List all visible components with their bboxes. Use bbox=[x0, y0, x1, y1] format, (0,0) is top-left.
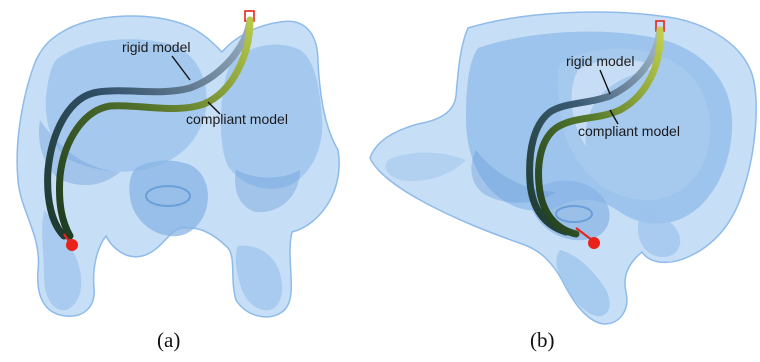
target-marker bbox=[66, 239, 78, 251]
rigid-model-label: rigid model bbox=[566, 53, 634, 69]
panel-a: rigid model compliant model bbox=[17, 11, 339, 317]
panel-a-caption: (a) bbox=[157, 330, 180, 351]
compliant-model-label: compliant model bbox=[186, 111, 288, 127]
target-marker bbox=[588, 237, 600, 249]
panel-b: rigid model compliant model bbox=[370, 12, 756, 324]
panel-b-caption: (b) bbox=[530, 330, 555, 351]
rigid-model-label: rigid model bbox=[122, 39, 190, 55]
compliant-model-label: compliant model bbox=[578, 123, 680, 139]
